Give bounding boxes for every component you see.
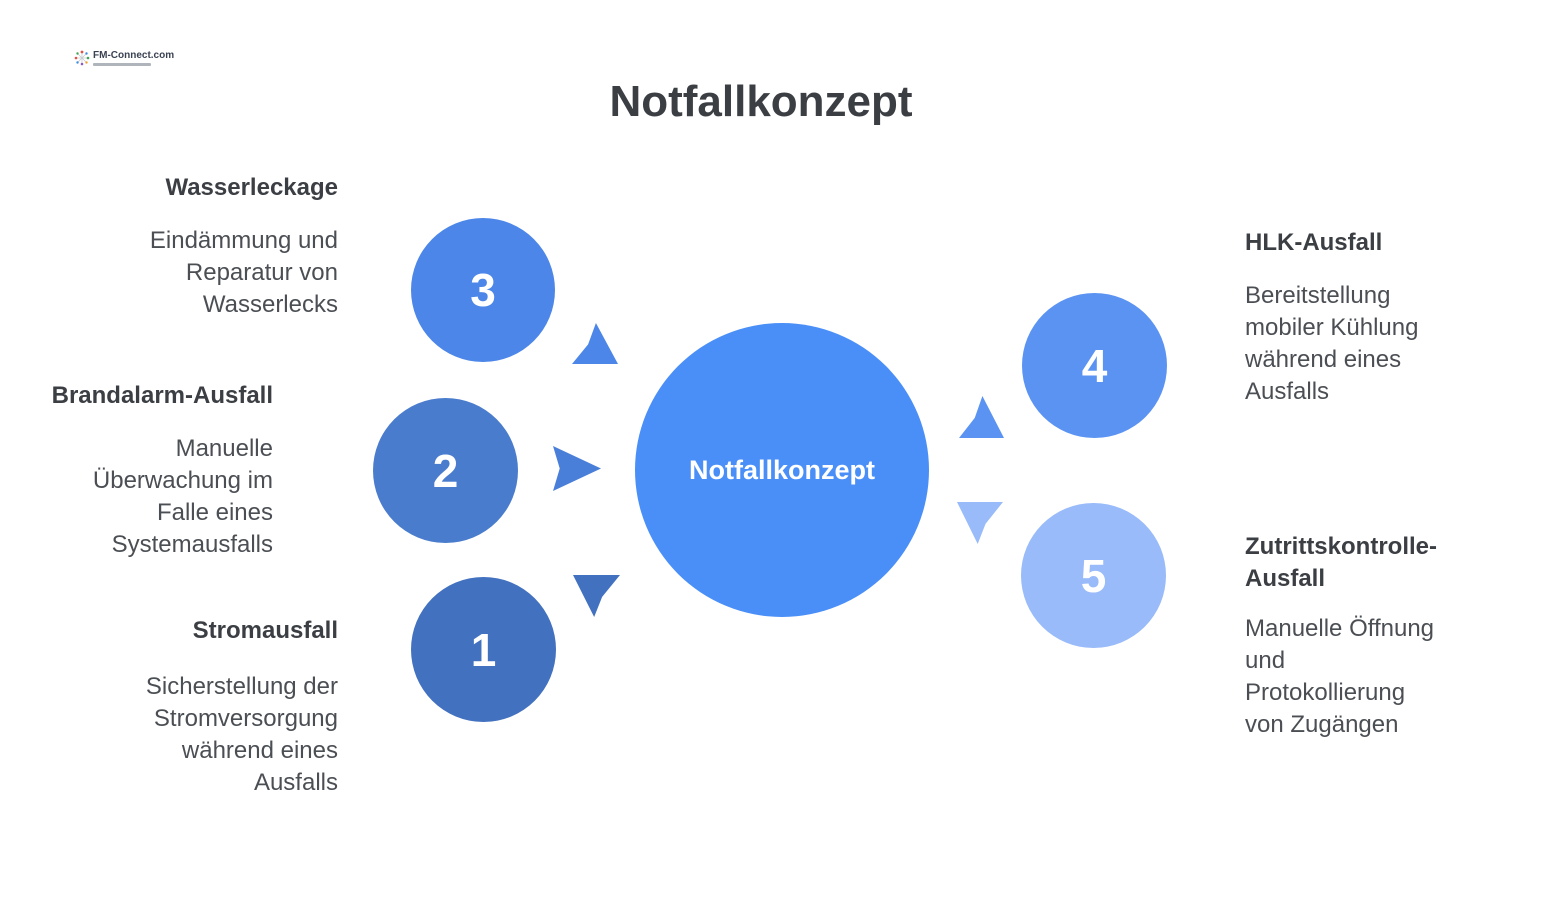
item-body: Eindämmung und Reparatur von Wasserlecks (149, 227, 338, 318)
label-block-stromausfall: Stromausfall Sicherstellung der Stromver… (98, 616, 338, 799)
item-body: Sicherstellung der Stromversorgung währe… (145, 673, 338, 796)
step-circle-2: 2 (373, 398, 518, 543)
step-number: 4 (1081, 339, 1108, 392)
arrow-down-icon (957, 502, 1003, 544)
item-body: Manuelle Überwachung im Falle eines Syst… (92, 435, 273, 558)
step-circle-1: 1 (411, 577, 556, 722)
arrow-up-icon (572, 323, 618, 364)
fm-connect-logo: FM-Connect.com (74, 50, 174, 71)
step-number: 5 (1080, 549, 1107, 602)
step-number: 3 (470, 264, 496, 316)
arrow-down-icon (573, 575, 620, 617)
item-heading: HLK-Ausfall (1245, 229, 1383, 256)
arrow-right-icon (553, 446, 601, 491)
label-block-brandalarm-ausfall: Brandalarm-Ausfall Manuelle Überwachung … (23, 381, 273, 561)
label-block-hlk-ausfall: HLK-Ausfall Bereitstellung mobiler Kühlu… (1245, 228, 1475, 408)
step-circle-4: 4 (1022, 293, 1167, 438)
step-number: 1 (470, 623, 497, 676)
center-circle: Notfallkonzept (635, 323, 929, 617)
item-heading: Stromausfall (192, 617, 338, 644)
step-circle-5: 5 (1021, 503, 1166, 648)
step-circle-3: 3 (411, 218, 555, 362)
logo-text: FM-Connect.com (93, 50, 175, 61)
arrow-up-icon (959, 396, 1004, 438)
step-number: 2 (432, 444, 459, 497)
logo-tagline (93, 63, 151, 66)
item-heading: Brandalarm-Ausfall (51, 382, 273, 409)
item-heading: Zutrittskontrolle- Ausfall (1245, 533, 1437, 592)
label-block-wasserleckage: Wasserleckage Eindämmung und Reparatur v… (98, 173, 338, 321)
item-heading: Wasserleckage (165, 174, 338, 201)
item-body: Manuelle Öffnung und Protokollierung von… (1245, 615, 1435, 738)
starburst-icon (74, 50, 90, 71)
page-title: Notfallkonzept (609, 77, 913, 126)
label-block-zutrittskontrolle-ausfall: Zutrittskontrolle- Ausfall Manuelle Öffn… (1245, 531, 1485, 741)
center-circle-label: Notfallkonzept (689, 454, 875, 485)
item-body: Bereitstellung mobiler Kühlung während e… (1245, 282, 1419, 405)
